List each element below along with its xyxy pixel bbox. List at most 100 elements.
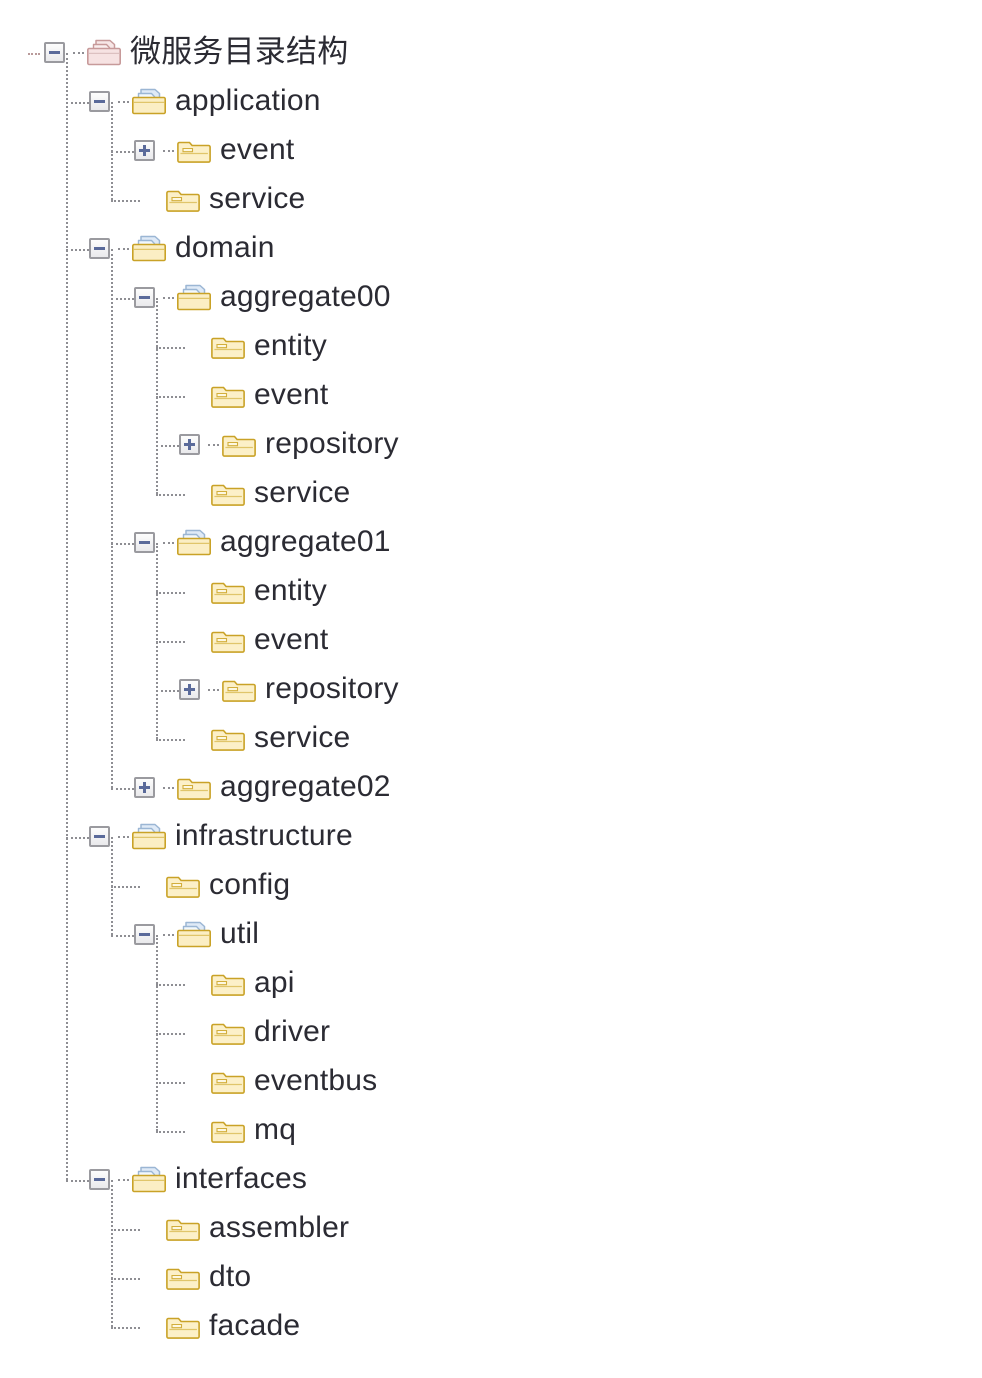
tree-node-label: infrastructure xyxy=(175,818,353,852)
folder-closed-icon xyxy=(211,969,245,999)
tree-node-label: service xyxy=(254,720,351,754)
folder-closed-icon xyxy=(177,773,211,803)
collapse-toggle-minus-icon[interactable] xyxy=(89,91,110,112)
tree-node-row[interactable]: assembler xyxy=(111,1204,982,1253)
folder-closed-icon xyxy=(211,577,245,607)
tree-node-row[interactable]: event xyxy=(111,126,982,175)
tree-connector-stub xyxy=(208,688,219,691)
tree-connector-elbow xyxy=(111,787,134,790)
tree-node: entity xyxy=(156,322,982,371)
folder-closed-icon xyxy=(222,430,256,460)
tree-node-row[interactable]: repository xyxy=(156,665,982,714)
tree-connector-stub xyxy=(208,443,219,446)
folder-closed-icon xyxy=(211,1067,245,1097)
folder-open-icon xyxy=(132,87,166,117)
tree-node-label: dto xyxy=(209,1259,252,1293)
tree-node-label: aggregate00 xyxy=(220,279,391,313)
folder-open-icon xyxy=(132,234,166,264)
tree-connector-elbow xyxy=(156,395,185,398)
tree-node-row[interactable]: service xyxy=(111,175,982,224)
tree-node: mq xyxy=(156,1106,982,1155)
folder-closed-icon xyxy=(166,1312,200,1342)
tree-node-row[interactable]: entity xyxy=(156,567,982,616)
tree-node-row[interactable]: api xyxy=(156,959,982,1008)
expand-toggle-plus-icon[interactable] xyxy=(179,679,200,700)
tree-connector-elbow xyxy=(156,640,185,643)
expand-toggle-plus-icon[interactable] xyxy=(134,140,155,161)
tree-node: service xyxy=(111,175,982,224)
tree-children: assembler dto facade xyxy=(111,1180,982,1351)
tree-node-row[interactable]: 微服务目录结构 xyxy=(28,28,982,77)
folder-closed-icon xyxy=(211,479,245,509)
collapse-toggle-minus-icon[interactable] xyxy=(89,1169,110,1190)
tree-node-row[interactable]: application xyxy=(66,77,982,126)
tree-node: repository xyxy=(156,420,982,469)
tree-node-row[interactable]: config xyxy=(111,861,982,910)
folder-closed-icon xyxy=(166,185,200,215)
folder-open-icon xyxy=(132,822,166,852)
tree-connector-spine xyxy=(111,249,113,788)
tree-node-label: mq xyxy=(254,1112,297,1146)
tree-children: event service xyxy=(111,102,982,224)
tree-node-row[interactable]: aggregate01 xyxy=(111,518,982,567)
folder-open-root-icon xyxy=(87,38,121,68)
tree-node-row[interactable]: service xyxy=(156,714,982,763)
tree-connector-elbow xyxy=(111,1277,140,1280)
folder-closed-icon xyxy=(211,626,245,656)
folder-closed-icon xyxy=(211,381,245,411)
tree-node-row[interactable]: domain xyxy=(66,224,982,273)
collapse-toggle-minus-icon[interactable] xyxy=(134,924,155,945)
tree-connector-elbow xyxy=(66,1179,89,1182)
tree-connector-elbow xyxy=(66,836,89,839)
tree-node-label: domain xyxy=(175,230,275,264)
tree-connector-elbow xyxy=(111,934,134,937)
tree-node-row[interactable]: repository xyxy=(156,420,982,469)
tree-node-row[interactable]: mq xyxy=(156,1106,982,1155)
tree-node-row[interactable]: eventbus xyxy=(156,1057,982,1106)
collapse-toggle-minus-icon[interactable] xyxy=(134,532,155,553)
tree-node-row[interactable]: entity xyxy=(156,322,982,371)
tree-node-row[interactable]: aggregate02 xyxy=(111,763,982,812)
tree-connector-elbow xyxy=(66,101,89,104)
tree-node-label: service xyxy=(209,181,306,215)
tree-node-row[interactable]: util xyxy=(111,910,982,959)
tree-node-row[interactable]: event xyxy=(156,371,982,420)
collapse-toggle-minus-icon[interactable] xyxy=(89,826,110,847)
tree-connector-spine xyxy=(66,53,68,1180)
expand-toggle-plus-icon[interactable] xyxy=(179,434,200,455)
tree-node-label: 微服务目录结构 xyxy=(130,34,349,69)
folder-closed-icon xyxy=(211,724,245,754)
tree-connector-stub xyxy=(118,247,129,250)
tree-connector-stub xyxy=(163,149,174,152)
tree-node-row[interactable]: interfaces xyxy=(66,1155,982,1204)
collapse-toggle-minus-icon[interactable] xyxy=(134,287,155,308)
tree-node: config xyxy=(111,861,982,910)
folder-closed-icon xyxy=(211,1018,245,1048)
tree-connector-stub xyxy=(163,786,174,789)
tree-node-label: event xyxy=(254,377,329,411)
tree-node-row[interactable]: driver xyxy=(156,1008,982,1057)
tree-node-label: repository xyxy=(265,426,399,460)
tree-node-label: config xyxy=(209,867,291,901)
tree-node-row[interactable]: event xyxy=(156,616,982,665)
tree-node-row[interactable]: service xyxy=(156,469,982,518)
folder-open-icon xyxy=(177,283,211,313)
tree-connector-elbow xyxy=(156,493,185,496)
collapse-toggle-minus-icon[interactable] xyxy=(89,238,110,259)
expand-toggle-plus-icon[interactable] xyxy=(134,777,155,798)
tree-node-row[interactable]: aggregate00 xyxy=(111,273,982,322)
tree-connector-elbow xyxy=(156,444,179,447)
tree-node-row[interactable]: dto xyxy=(111,1253,982,1302)
tree-connector-stub xyxy=(73,51,84,54)
collapse-toggle-minus-icon[interactable] xyxy=(44,42,65,63)
tree-node-row[interactable]: facade xyxy=(111,1302,982,1351)
tree-node-row[interactable]: infrastructure xyxy=(66,812,982,861)
